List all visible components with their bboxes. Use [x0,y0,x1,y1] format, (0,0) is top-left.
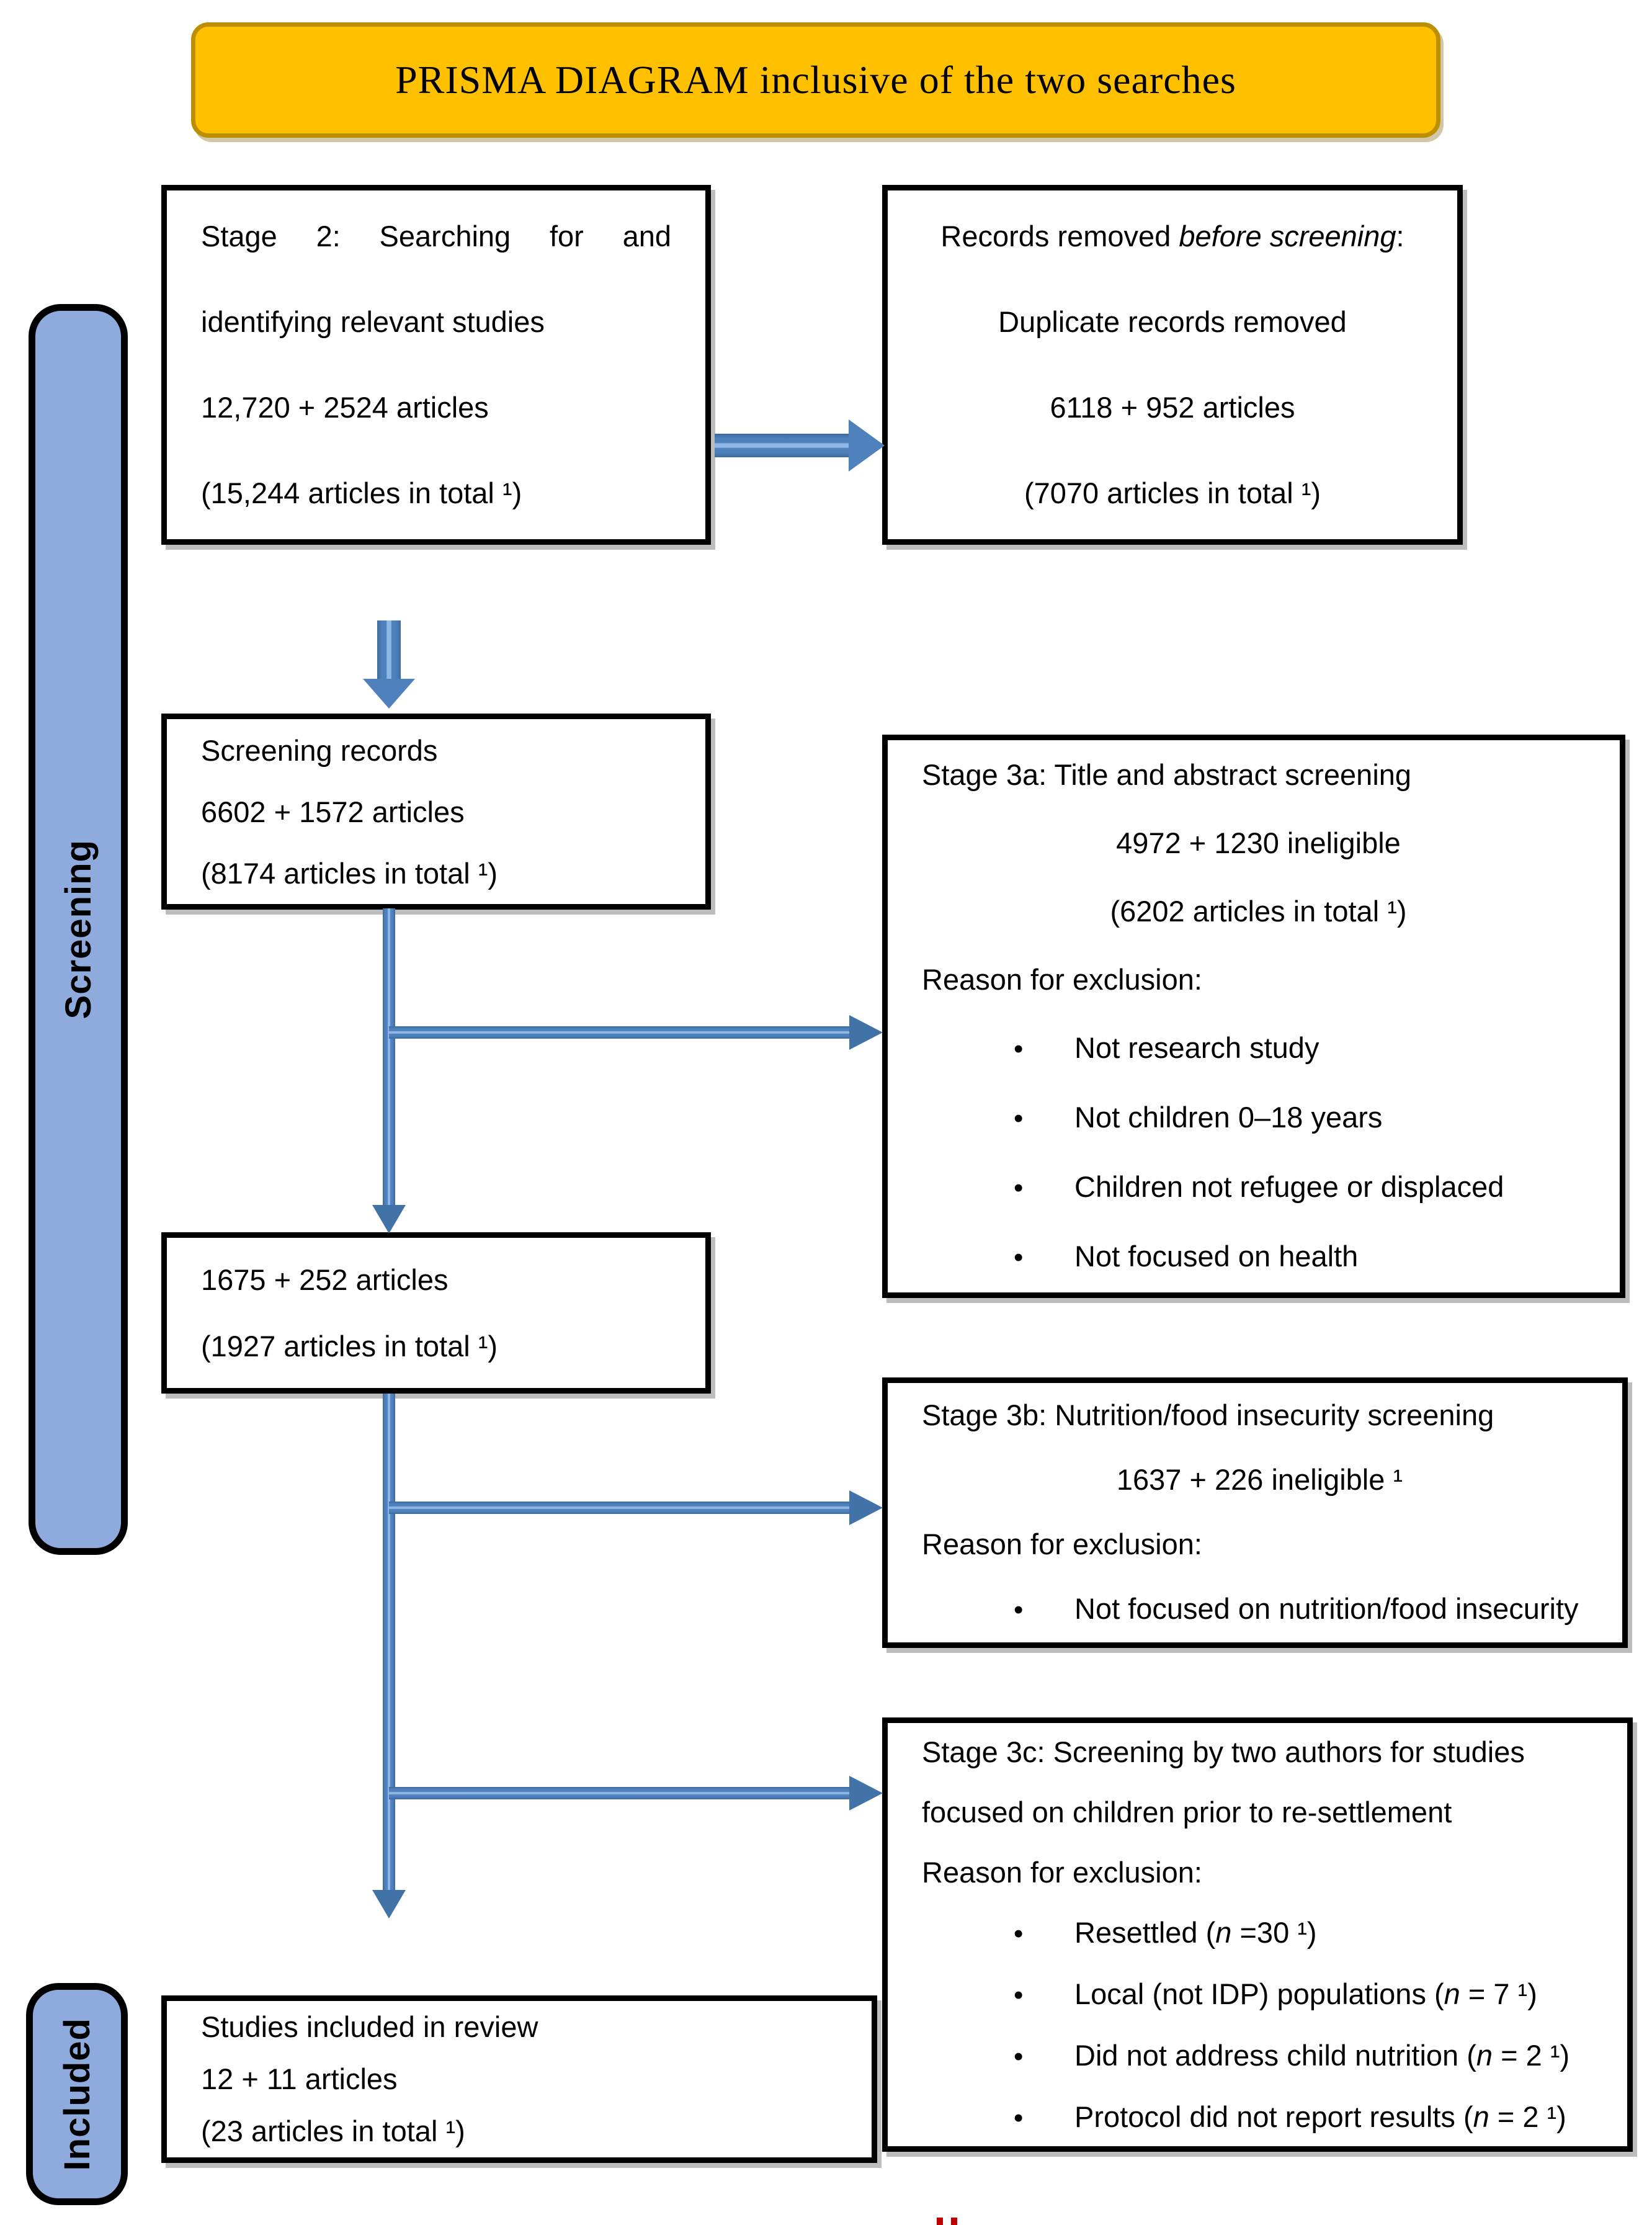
screening-records-line2: 6602 + 1572 articles [201,795,465,828]
stage3c-bullet-4-n: n [1473,2100,1489,2133]
stage3b-reason-label: Reason for exclusion: [922,1528,1202,1560]
connector-after3a-to-included-line [383,1394,395,1891]
page-number-fragment [937,2218,943,2225]
connector-branch-to-stage3b-head [849,1490,883,1525]
stage3a-bullet-1: • Not research study [922,1014,1595,1083]
title-banner: PRISMA DIAGRAM inclusive of the two sear… [191,22,1440,138]
stage3c-bullet-2-text: Local (not IDP) populations (n = 7 ¹) [1074,1964,1537,2024]
stage3c-bullet-2-n: n [1444,1977,1460,2010]
stage-label-included: Included [26,1983,128,2205]
stage2-line2: identifying relevant studies [201,305,545,338]
bullet-icon: • [1014,1034,1024,1064]
stage3a-total: (6202 articles in total ¹) [1110,895,1407,928]
box-stage3b-nutrition-screening: Stage 3b: Nutrition/food insecurity scre… [882,1377,1628,1648]
removed-line1-colon: : [1396,220,1404,253]
stage3a-bullet-4: • Not focused on health [922,1222,1595,1292]
removed-line3: 6118 + 952 articles [1050,391,1295,424]
after3a-line2: (1927 articles in total ¹) [201,1330,498,1363]
after3a-line1: 1675 + 252 articles [201,1263,449,1296]
connector-branch-to-stage3c-head [849,1776,883,1811]
stage3a-title: Stage 3a: Title and abstract screening [922,758,1412,791]
box-studies-included: Studies included in review 12 + 11 artic… [161,1995,877,2163]
removed-line1: Records removed before screening: [903,194,1442,279]
arrow-stage2-to-screening-stem [377,620,401,680]
stage3c-reason-label: Reason for exclusion: [922,1855,1202,1889]
included-line3: (23 articles in total ¹) [201,2115,465,2147]
stage3c-title-line2: focused on children prior to re-settleme… [922,1795,1452,1829]
stage3b-title: Stage 3b: Nutrition/food insecurity scre… [922,1399,1494,1431]
stage3c-bullet-4-pre: Protocol did not report results ( [1074,2100,1473,2133]
stage3c-bullet-1-pre: Resettled ( [1074,1915,1216,1949]
connector-branch-to-stage3a-line [389,1026,851,1039]
stage3c-bullet-3-post: = 2 ¹) [1493,2038,1570,2072]
box-stage3a-title-abstract-screening: Stage 3a: Title and abstract screening 4… [882,735,1625,1298]
connector-branch-to-stage3a-head [849,1015,883,1050]
page-title: PRISMA DIAGRAM inclusive of the two sear… [395,58,1236,102]
stage3c-bullet-1-post: =30 ¹) [1231,1915,1317,1949]
page-number-fragment [951,2218,957,2225]
arrow-stage2-to-screening-head [363,679,415,709]
removed-line1-pre: Records removed [940,220,1179,253]
removed-line4: (7070 articles in total ¹) [1024,477,1321,509]
connector-branch-to-stage3b-line [389,1502,851,1514]
removed-line1-italic: before screening [1179,220,1396,253]
stage3a-count: 4972 + 1230 ineligible [1116,826,1401,859]
stage3c-bullet-2-pre: Local (not IDP) populations ( [1074,1977,1444,2010]
stage3b-bullet-1: • Not focused on nutrition/food insecurit… [922,1577,1597,1642]
stage3c-bullet-3: • Did not address child nutrition (n = 2 … [922,2025,1602,2087]
box-records-removed: Records removed before screening: Duplic… [882,185,1463,545]
connector-after3a-to-included-head [372,1890,406,1918]
removed-line2: Duplicate records removed [998,305,1347,338]
arrow-stage2-to-removed-stem [715,434,850,457]
stage3c-bullet-2-post: = 7 ¹) [1460,1977,1537,2010]
box-stage2-identification: Stage 2: Searching for and identifying r… [161,185,711,545]
stage3c-bullet-4-text: Protocol did not report results (n = 2 ¹… [1074,2087,1566,2147]
stage3c-bullet-1-n: n [1215,1915,1232,1949]
stage3a-bullet-3: • Children not refugee or displaced [922,1153,1595,1222]
stage2-line3: 12,720 + 2524 articles [201,391,489,424]
stage3a-bullet-1-text: Not research study [1074,1031,1319,1064]
stage3c-bullet-4: • Protocol did not report results (n = 2 … [922,2087,1602,2148]
bullet-icon: • [1014,1173,1024,1203]
box-after-stage3a-counts: 1675 + 252 articles (1927 articles in to… [161,1232,711,1394]
bullet-icon: • [1014,1979,1024,2010]
stage-label-screening: Screening [29,304,128,1555]
stage3c-title-line1: Stage 3c: Screening by two authors for s… [922,1735,1525,1768]
box-stage3c-two-author-screening: Stage 3c: Screening by two authors for s… [882,1717,1633,2152]
stage3c-bullet-1: • Resettled (n =30 ¹) [922,1902,1602,1964]
stage3c-bullet-3-text: Did not address child nutrition (n = 2 ¹… [1074,2025,1569,2085]
connector-screening-to-after3a-head [372,1205,406,1233]
stage-label-screening-text: Screening [58,839,99,1019]
stage3c-bullet-3-pre: Did not address child nutrition ( [1074,2038,1476,2072]
included-line1: Studies included in review [201,2010,538,2043]
bullet-icon: • [1014,1595,1024,1625]
connector-branch-to-stage3c-line [389,1787,851,1799]
screening-records-line3: (8174 articles in total ¹) [201,856,498,890]
bullet-icon: • [1014,1242,1024,1273]
screening-records-line1: Screening records [201,733,438,767]
bullet-icon: • [1014,1918,1024,1949]
stage3a-bullet-4-text: Not focused on health [1074,1240,1359,1273]
stage3c-bullet-1-text: Resettled (n =30 ¹) [1074,1902,1317,1963]
stage3a-reason-label: Reason for exclusion: [922,963,1202,996]
stage3b-bullet-1-text: Not focused on nutrition/food insecurity [1074,1592,1579,1625]
stage2-line1: Stage 2: Searching for and [201,220,671,253]
stage3a-bullet-2: • Not children 0–18 years [922,1083,1595,1153]
stage3c-bullet-3-n: n [1476,2038,1493,2072]
arrow-stage2-to-removed-head [849,419,885,472]
box-screening-records: Screening records 6602 + 1572 articles (… [161,714,711,910]
bullet-icon: • [1014,2102,1024,2133]
stage3a-bullet-3-text: Children not refugee or displaced [1074,1170,1504,1203]
included-line2: 12 + 11 articles [201,2062,398,2095]
stage-label-included-text: Included [56,2017,97,2171]
stage3c-bullet-4-post: = 2 ¹) [1489,2100,1566,2133]
stage2-line4: (15,244 articles in total ¹) [201,477,522,509]
bullet-icon: • [1014,1103,1024,1134]
connector-screening-to-after3a-line [383,908,395,1206]
stage3c-bullet-2: • Local (not IDP) populations (n = 7 ¹) [922,1964,1602,2025]
bullet-icon: • [1014,2041,1024,2072]
stage3a-bullet-2-text: Not children 0–18 years [1074,1101,1383,1134]
stage3b-count: 1637 + 226 ineligible ¹ [1116,1463,1403,1496]
